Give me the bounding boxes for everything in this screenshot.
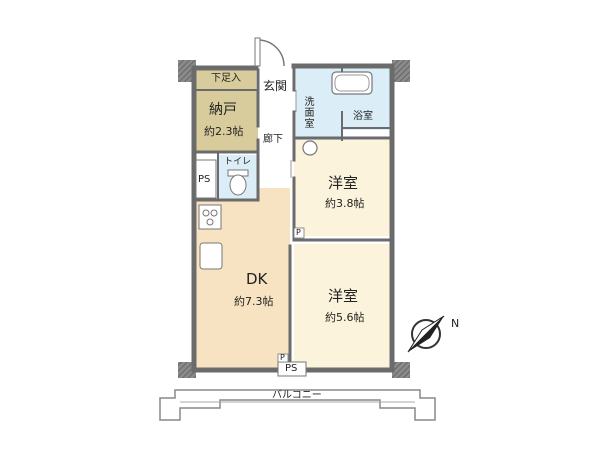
ps-bottom-box [277,361,307,377]
bath-label: 浴室 [353,111,373,122]
sliding-doors [290,90,297,178]
wash-basin [302,140,318,156]
walls [191,63,395,373]
compass [407,315,445,353]
toilet-bowl [229,174,247,196]
western-1-name: 洋室 [328,174,359,192]
shoe-closet-label: 下足入 [211,73,241,84]
washroom-label: 洗面室 [302,96,313,129]
storage-fill [196,90,258,152]
western-1-fill [294,140,392,236]
wall-hatch-br [392,362,410,378]
pillar-box-1 [293,227,305,239]
dk-name: DK [246,270,268,288]
compass-north-label: N [451,317,460,330]
western-2-fill [294,244,392,368]
wall-hatch-right [392,60,410,82]
entrance-door [257,39,285,67]
pillar-marker-1: P [296,228,301,237]
toilet-label: トイレ [224,157,252,167]
ps-bottom-label: PS [285,363,298,374]
western-1-area: 約3.8帖 [325,197,365,210]
kitchen-sink [199,242,223,270]
dk-fill [194,188,290,368]
ps-left-label: PS [198,174,211,185]
pillar-box-2 [277,353,289,363]
ps-left-box [195,159,217,199]
storage-name: 納戸 [209,102,237,118]
storage-area: 約2.3帖 [204,125,244,138]
bathtub [331,71,373,95]
dk-area: 約7.3帖 [234,295,274,308]
entrance-door-leaf [254,37,261,67]
entrance-fill [258,70,294,100]
stove [198,204,222,230]
entrance-label: 玄関 [263,79,288,93]
balcony-label: バルコニー [272,390,322,401]
shoe-closet-fill [196,70,256,90]
western-2-area: 約5.6帖 [325,311,365,324]
balcony-outline [159,389,436,421]
hallway-label: 廊下 [263,134,283,145]
pillar-marker-2: P [280,353,285,362]
western-2-name: 洋室 [328,287,359,305]
